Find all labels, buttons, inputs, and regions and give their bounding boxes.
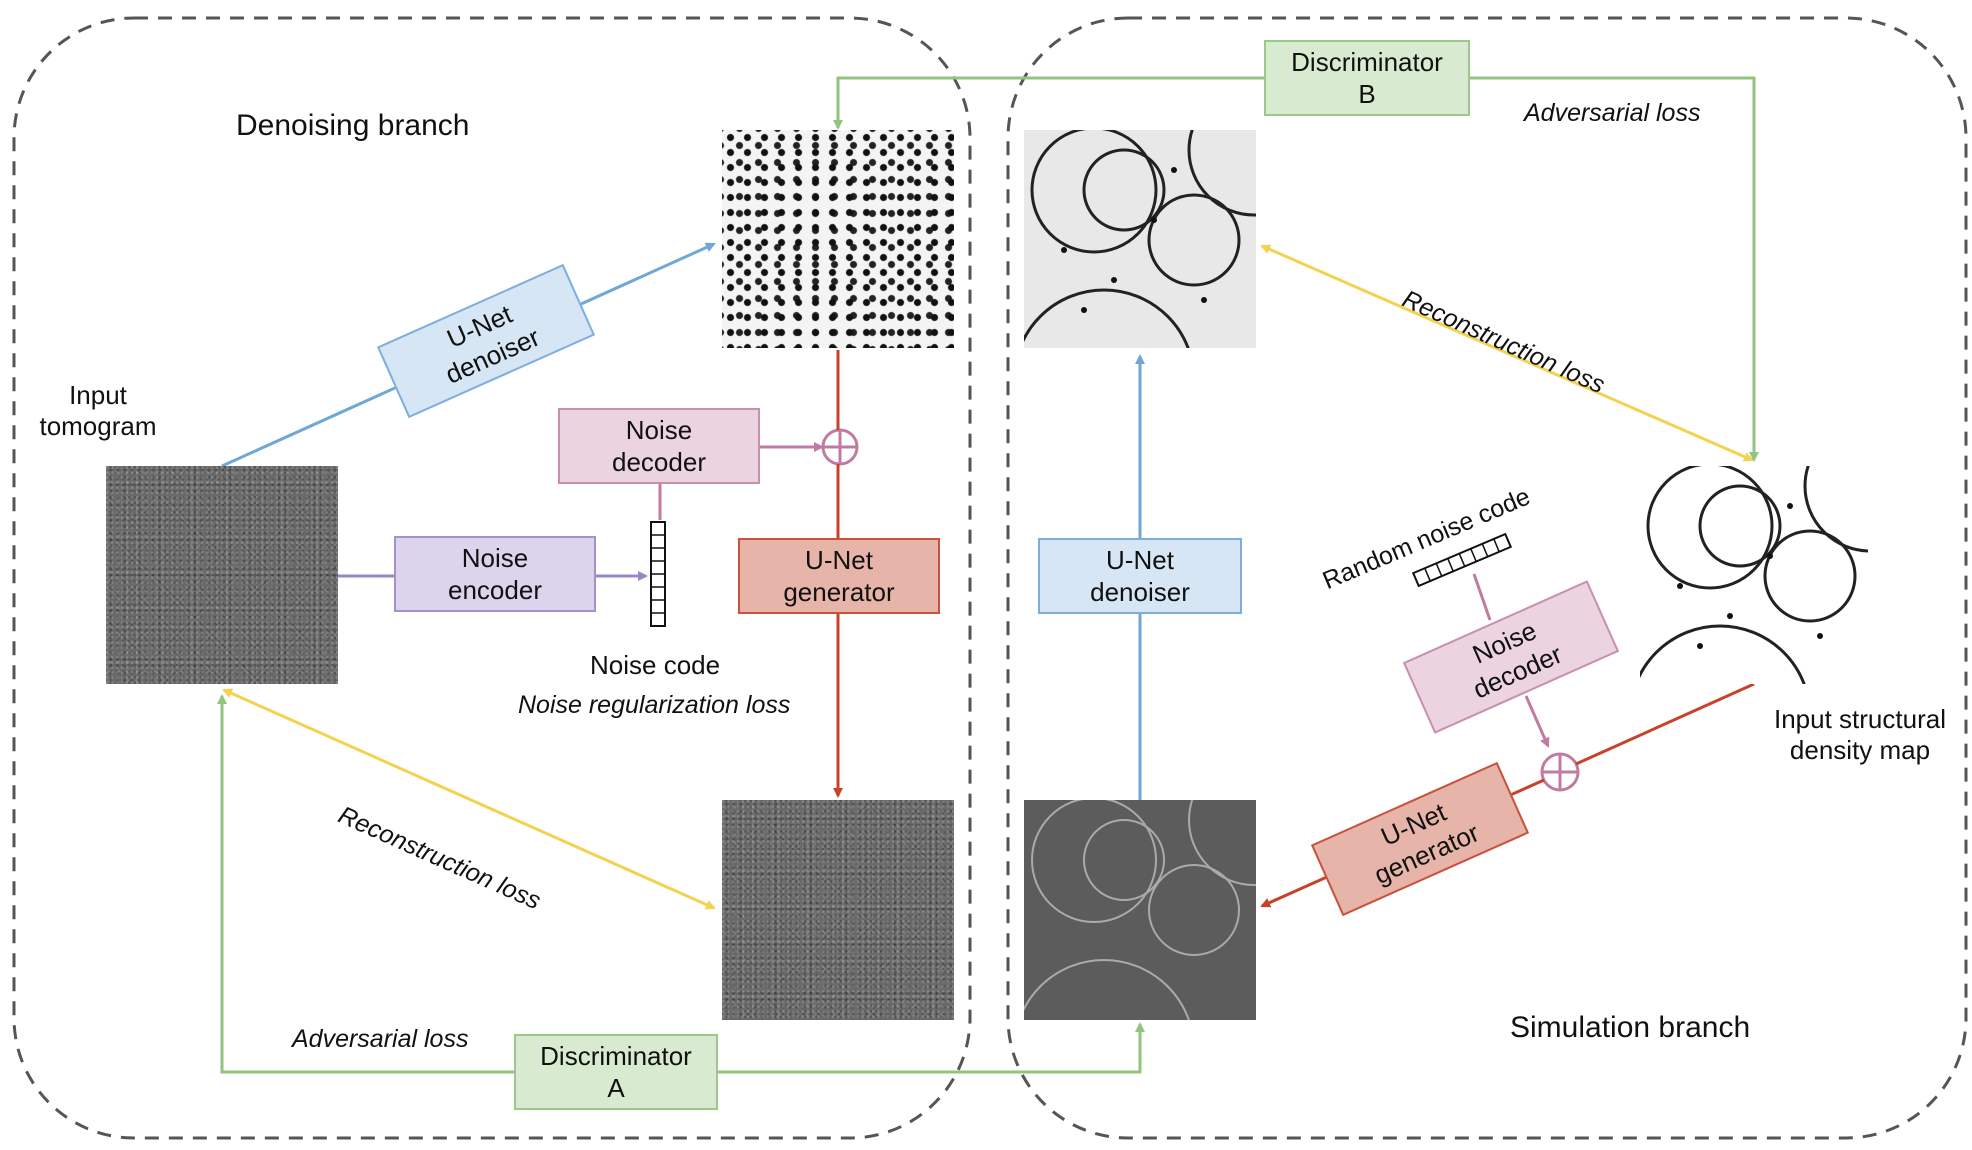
arrow-recon-loss-left	[222, 688, 716, 910]
input-tomogram-label: Input tomogram	[39, 380, 157, 442]
random-noise-code-vector	[1411, 532, 1513, 588]
noise-code-label: Noise code	[590, 650, 721, 680]
simulated-tomogram-image	[1024, 800, 1256, 1020]
discriminator-a-box: Discriminator A	[514, 1034, 718, 1110]
noise-encoder-box: Noise encoder	[394, 536, 596, 612]
input-tomogram-image	[106, 466, 338, 684]
noise-decoder-left-box: Noise decoder	[558, 408, 760, 484]
arrow-decoder-to-plus-right	[1524, 695, 1550, 748]
denoised-tomogram-image	[722, 130, 954, 348]
line-random-code-to-decoder	[1472, 573, 1492, 621]
input-density-map-label: Input structural density map	[1774, 704, 1946, 766]
discriminator-b-box: Discriminator B	[1264, 40, 1470, 116]
unet-generator-left-box: U-Net generator	[738, 538, 940, 614]
unet-denoiser-right-box: U-Net denoiser	[1038, 538, 1242, 614]
arrow-disc-a-to-tomogram	[217, 694, 514, 1074]
arrow-disc-a-to-sim	[718, 1022, 1145, 1074]
plus-icon-right	[1540, 752, 1580, 792]
simulation-branch-title: Simulation branch	[1510, 1011, 1751, 1044]
denoising-branch-title: Denoising branch	[236, 109, 470, 142]
noise-regularization-loss-label: Noise regularization loss	[518, 691, 791, 719]
adversarial-loss-right-label: Adversarial loss	[1524, 99, 1701, 127]
adversarial-loss-left-label: Adversarial loss	[292, 1025, 469, 1053]
arrow-recon-loss-right	[1260, 244, 1754, 462]
denoised-simulation-image	[1024, 130, 1256, 348]
arrow-disc-b-to-denoised	[833, 76, 1264, 130]
input-density-map-image	[1640, 466, 1868, 684]
simulation-branch-frame	[1006, 16, 1968, 1140]
noise-code-vector	[650, 521, 666, 627]
denoising-branch-frame	[12, 16, 972, 1140]
arrow-disc-b-to-density	[1470, 76, 1759, 462]
plus-icon-left	[821, 428, 859, 466]
reconstructed-tomogram-image	[722, 800, 954, 1020]
line-density-to-plus	[1575, 682, 1755, 766]
